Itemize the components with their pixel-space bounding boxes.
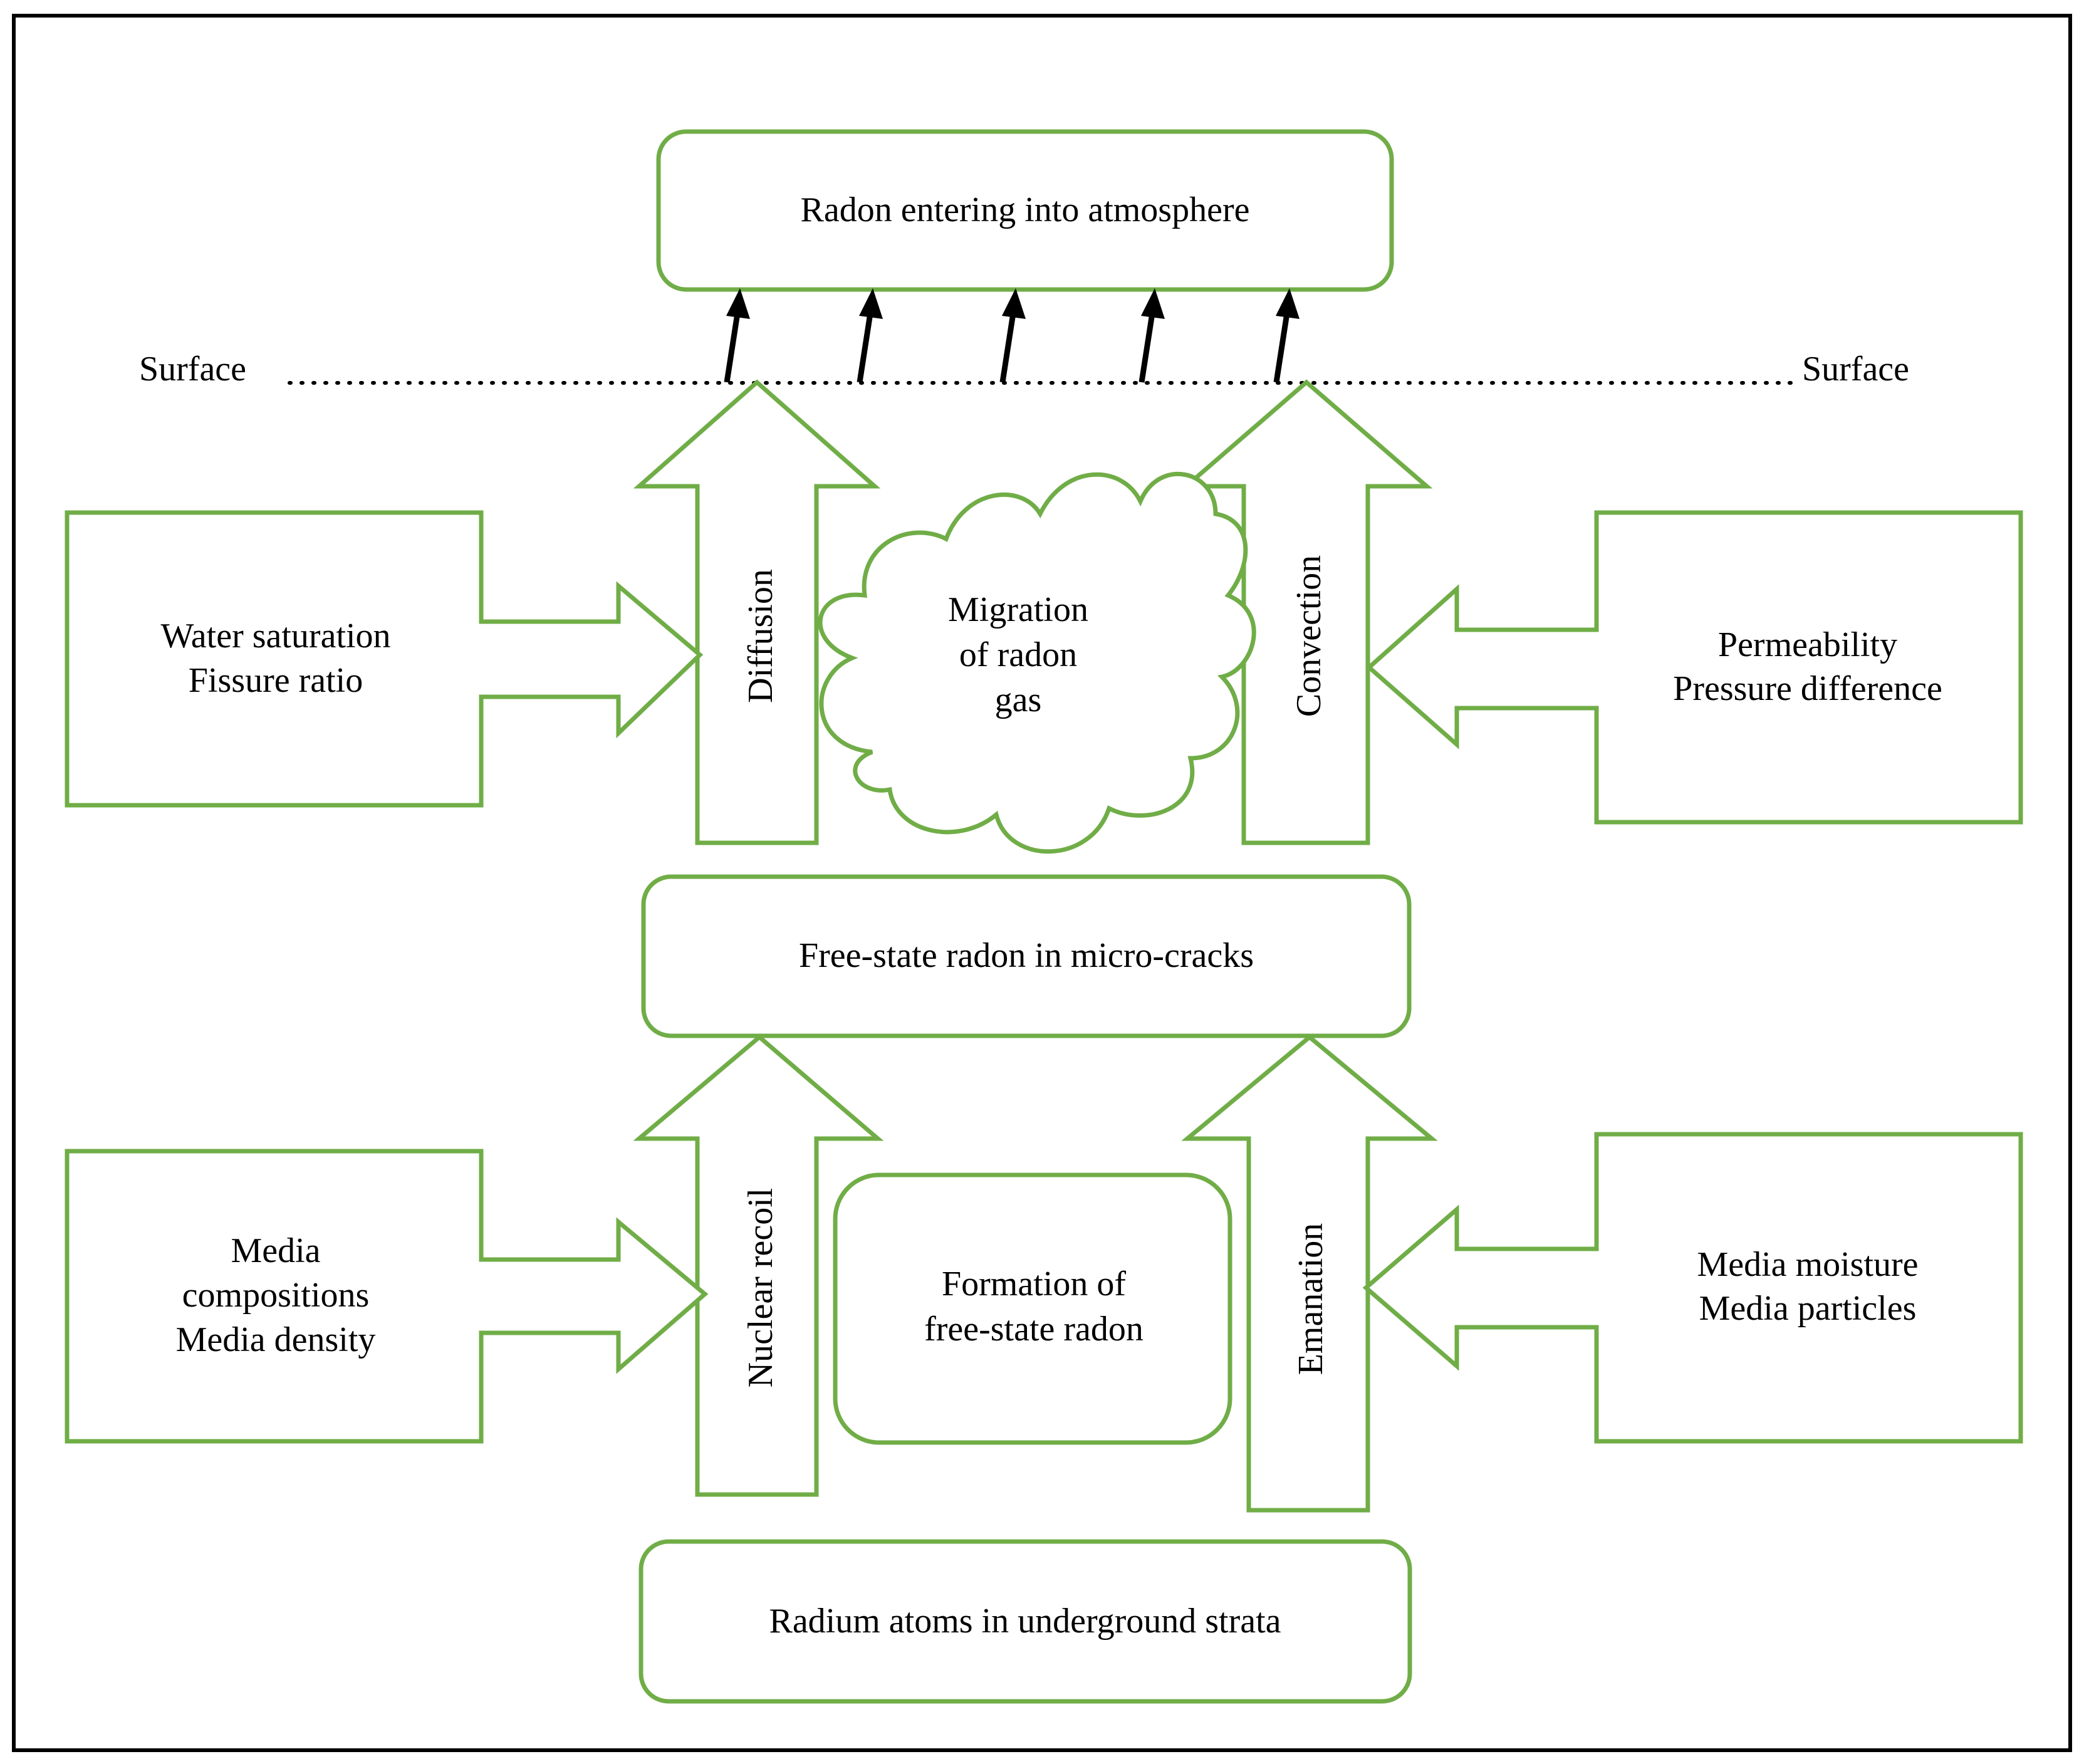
radium-label: Radium atoms in underground strata: [769, 1602, 1281, 1641]
factor-lower-right-line-2: Media particles: [1699, 1289, 1917, 1328]
nuclear-recoil-arrow: Nuclear recoil: [633, 1034, 884, 1497]
surface-label-right: Surface: [1802, 350, 1909, 389]
factor-upper-right-line-2: Pressure difference: [1673, 669, 1942, 708]
outer-frame: [12, 14, 2072, 1752]
factor-box-upper-right: Permeability Pressure difference: [1365, 510, 2023, 825]
arrow-up-icon: [726, 288, 750, 319]
formation-box: Formation of free-state radon: [833, 1172, 1232, 1445]
surface-line: Surface Surface: [139, 350, 1909, 389]
factor-lower-left-line-1: Media: [231, 1231, 320, 1270]
micro-cracks-box: Free-state radon in micro-cracks: [641, 874, 1412, 1038]
diffusion-arrow: Diffusion: [633, 379, 881, 845]
formation-line-1: Formation of: [942, 1265, 1126, 1303]
factor-lower-left-line-3: Media density: [176, 1320, 376, 1359]
factor-box-upper-left: Water saturation Fissure ratio: [65, 510, 704, 808]
arrow-up-icon: [1002, 288, 1026, 319]
factor-upper-left-line-2: Fissure ratio: [189, 661, 363, 700]
factor-box-lower-right: Media moisture Media particles: [1362, 1132, 2023, 1444]
atmosphere-box: Radon entering into atmosphere: [656, 129, 1394, 292]
factor-lower-right-line-1: Media moisture: [1697, 1245, 1918, 1284]
cloud-line-1: Migration: [948, 590, 1088, 629]
radium-box: Radium atoms in underground strata: [638, 1539, 1412, 1704]
diffusion-label: Diffusion: [741, 569, 780, 703]
arrow-up-icon: [1276, 288, 1300, 319]
surface-label-left: Surface: [139, 350, 246, 389]
factor-lower-left-line-2: compositions: [182, 1276, 370, 1315]
convection-arrow: Convection: [1180, 379, 1433, 845]
factor-upper-right-line-1: Permeability: [1718, 625, 1897, 664]
arrow-up-icon: [859, 288, 883, 319]
atmosphere-label: Radon entering into atmosphere: [801, 190, 1250, 229]
emanation-label: Emanation: [1291, 1223, 1330, 1375]
factor-upper-left-line-1: Water saturation: [160, 617, 390, 655]
emission-arrows: [724, 288, 1300, 383]
factor-box-lower-left: Media compositions Media density: [65, 1149, 709, 1444]
micro-cracks-label: Free-state radon in micro-cracks: [799, 936, 1254, 975]
emanation-arrow: Emanation: [1181, 1034, 1438, 1513]
nuclear-recoil-label: Nuclear recoil: [741, 1188, 780, 1388]
migration-cloud: Migration of radon gas: [818, 471, 1256, 854]
convection-label: Convection: [1289, 555, 1328, 717]
cloud-line-3: gas: [995, 681, 1042, 719]
cloud-line-2: of radon: [959, 635, 1077, 674]
arrow-up-icon: [1141, 288, 1165, 319]
formation-line-2: free-state radon: [924, 1310, 1144, 1349]
